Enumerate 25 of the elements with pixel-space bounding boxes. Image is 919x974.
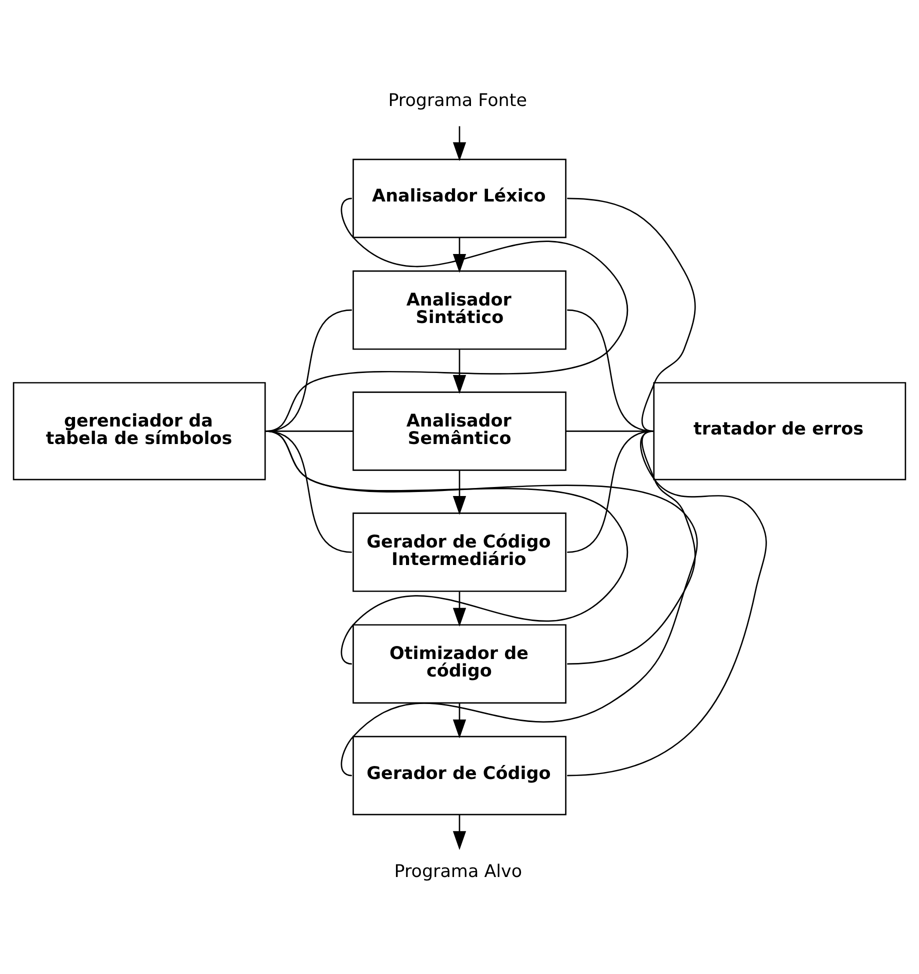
connector [266, 430, 698, 776]
connector [566, 430, 654, 432]
node-box: Otimizador de código [352, 624, 566, 704]
node-box: tratador de erros [653, 382, 906, 480]
node-box: gerenciador da tabela de símbolos [12, 382, 266, 480]
node-box: Analisador Léxico [352, 158, 566, 238]
node-box: Gerador de Código Intermediário [352, 512, 566, 592]
arrow [452, 126, 466, 162]
node-text: Programa Alvo [394, 862, 522, 882]
connector [567, 198, 696, 432]
arrow [452, 350, 466, 394]
connector [265, 430, 354, 432]
arrow [452, 814, 466, 850]
node-text: Programa Fonte [388, 91, 527, 112]
arrow [452, 238, 466, 273]
connector [567, 430, 696, 665]
connector [567, 430, 767, 776]
connector [266, 198, 628, 432]
connector [266, 430, 628, 665]
arrow [452, 703, 466, 738]
node-box: Analisador Semântico [352, 391, 566, 471]
arrow [452, 470, 466, 515]
arrow [452, 592, 466, 627]
node-box: Analisador Sintático [352, 270, 566, 350]
node-box: Gerador de Código [352, 736, 566, 816]
